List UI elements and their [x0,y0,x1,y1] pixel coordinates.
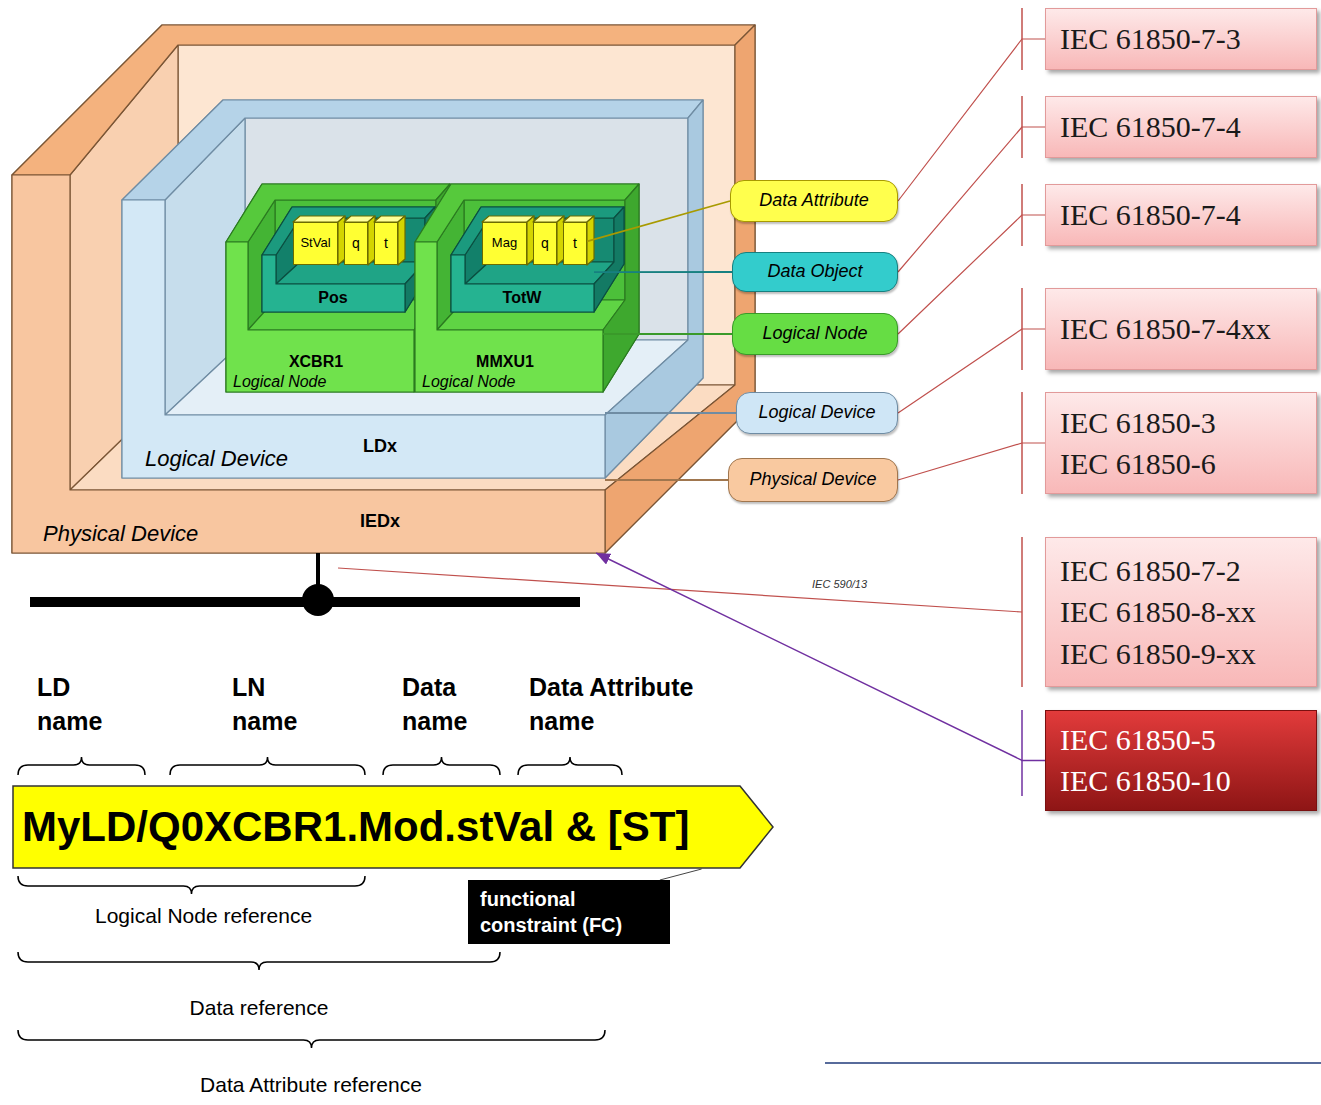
label: Logical Node reference [95,903,395,928]
node-text: IEC 61850-7-2 [1060,550,1241,591]
logical-node: MMXU1Logical Node TotW Mag q t [415,200,603,392]
connector [603,333,732,335]
physical-device: Physical Device IEDx Logical Device LDx XCBR… [12,45,605,553]
standard-box: IEC 61850-5IEC 61850-10 [1045,710,1317,811]
node-text: Physical Device [749,469,876,491]
node-text: Logical Node [762,323,867,345]
data-attribute: q [533,222,557,265]
reference-arrow: MyLD/Q0XCBR1.Mod.stVal & [ST] [12,785,774,869]
node-text: t [573,236,577,251]
data-object: TotW Mag q t [451,215,594,312]
connector [898,443,1045,480]
node-text: XCBR1 [289,352,343,371]
connector [898,329,1045,413]
node-text: q [541,236,549,251]
node-text: LDx [363,436,397,458]
label: LN name [232,670,312,738]
node-text: IEC 61850-10 [1060,760,1231,801]
node-text: Logical Node [422,372,515,391]
node-text: IEC 61850-7-3 [1060,18,1241,59]
node-text: t [384,236,388,251]
node-text: IEC 61850-7-4xx [1060,308,1271,349]
node-text: MMXU1 [476,352,534,371]
data-attribute: t [563,222,587,265]
label: IEC 590/13 [812,578,902,591]
node-text: Data Attribute [759,190,868,212]
data-attribute: StVal [293,222,338,265]
bracket-line [1021,8,1023,796]
callout-bubble: Logical Node [732,313,898,355]
node-text: q [352,236,360,251]
node-text: IEC 61850-7-4 [1060,194,1241,235]
connector [898,127,1045,272]
callout-bubble: Logical Device [736,392,898,434]
node-text: IEC 61850-3 [1060,402,1216,443]
callout-bubble: Data Attribute [730,180,898,222]
standard-box: IEC 61850-7-2IEC 61850-8-xxIEC 61850-9-x… [1045,537,1317,687]
standard-box: IEC 61850-7-4xx [1045,288,1317,370]
standard-box: IEC 61850-3IEC 61850-6 [1045,392,1317,494]
standard-box: IEC 61850-7-3 [1045,8,1317,70]
leader-line [338,568,1022,612]
node-text: Logical Device [145,446,288,472]
connector [605,479,728,481]
fc-box: functional constraint (FC) [468,880,670,944]
node-text: Mag [492,236,517,250]
node-text: functional constraint (FC) [480,886,658,938]
node-text: IEDx [360,511,400,533]
label: Data reference [159,995,359,1020]
node-text: IEC 61850-9-xx [1060,633,1256,674]
data-attribute: Mag [482,222,527,265]
node-text: StVal [300,236,330,250]
station-bus [30,553,580,616]
node-text: Physical Device [43,521,198,547]
logical-device-shape [122,100,703,478]
label: Data name [402,670,482,738]
footer-rule [825,1062,1321,1064]
node-text: IEC 61850-7-4 [1060,106,1241,147]
connector [605,412,736,414]
connector [898,215,1045,334]
logical-device: Logical DeviceLDxXCBR1Logical NodePosStV… [122,118,605,478]
node-text: Pos [318,288,347,307]
node-text: MyLD/Q0XCBR1.Mod.stVal & [ST] [22,804,689,850]
node-text: Data Object [767,261,862,283]
node-text: TotW [503,288,542,307]
standard-box: IEC 61850-7-4 [1045,96,1317,158]
connector [594,271,732,273]
standard-box: IEC 61850-7-4 [1045,184,1317,246]
node-text: Logical Node [233,372,326,391]
label: Data Attribute reference [161,1072,461,1097]
physical-device-shape [12,25,755,553]
node-text: IEC 61850-6 [1060,443,1216,484]
node-text: IEC 61850-5 [1060,719,1216,760]
data-attribute: t [374,222,398,265]
data-attribute: q [344,222,368,265]
callout-bubble: Physical Device [728,458,898,502]
logical-node: XCBR1Logical Node Pos StVal q t [226,200,414,392]
connector [898,39,1045,201]
connector [587,201,730,241]
arrow-shape [13,786,773,868]
logical-node-shape [415,184,639,392]
node-text: IEC 61850-8-xx [1060,591,1256,632]
connector [596,553,1045,760]
label: Data Attribute name [529,670,729,738]
data-object: Pos StVal q t [262,215,405,312]
node-text: Logical Device [758,402,875,424]
callout-bubble: Data Object [732,252,898,292]
label: LD name [37,670,117,738]
connector [660,869,702,880]
